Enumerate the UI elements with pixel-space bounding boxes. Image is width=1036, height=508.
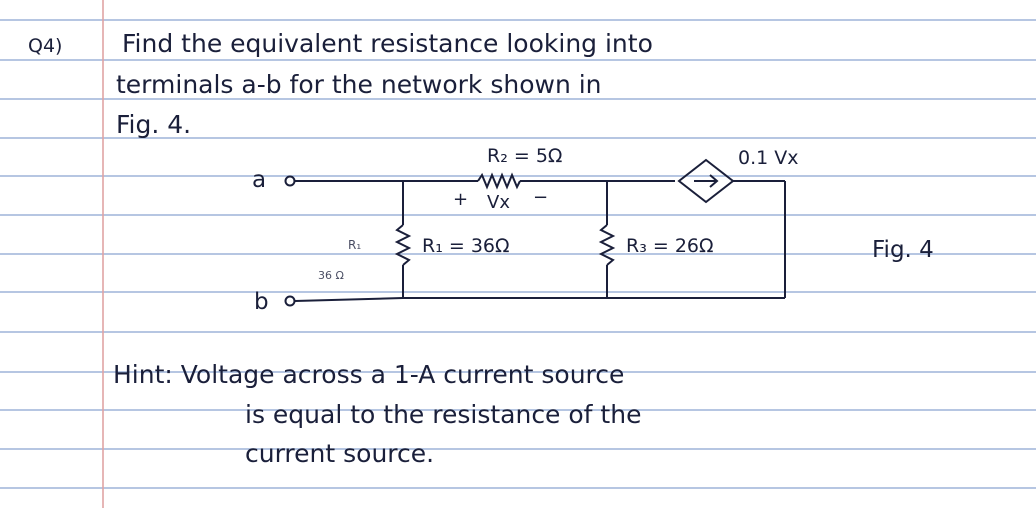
figure-label: Fig. 4 [872, 237, 934, 263]
dependent-source-label: 0.1 Vx [738, 147, 799, 169]
wire-b-bottom [294, 297, 404, 302]
question-line-2: terminals a-b for the network shown in [116, 70, 602, 99]
terminal-b-label: b [254, 289, 269, 315]
hint-line-3: current source. [245, 439, 434, 468]
terminal-a-node [284, 175, 296, 187]
terminal-b-node [284, 295, 296, 307]
question-line-1: Find the equivalent resistance looking i… [122, 29, 653, 58]
r1-label: R₁ = 36Ω [422, 235, 510, 257]
hint-line-1: Hint: Voltage across a 1-A current sourc… [113, 360, 624, 389]
crossed-out-scribble-2: 36 Ω [318, 269, 344, 282]
r3-resistor [598, 224, 616, 266]
crossed-out-scribble-1: R₁ [348, 238, 361, 252]
vx-plus-sign: + [453, 189, 468, 210]
dependent-current-source [677, 158, 735, 204]
r1-resistor [394, 224, 412, 266]
ruled-lines [0, 19, 1036, 489]
r2-resistor [477, 172, 521, 190]
question-number: Q4) [28, 35, 62, 57]
vx-minus-sign: − [533, 187, 548, 208]
hint-line-2: is equal to the resistance of the [245, 400, 641, 429]
r3-label: R₃ = 26Ω [626, 235, 714, 257]
circuit-diagram [284, 158, 786, 307]
source-arrow-head [709, 174, 719, 188]
vx-label: Vx [487, 192, 510, 213]
terminal-a-label: a [252, 167, 266, 193]
r2-label: R₂ = 5Ω [487, 145, 562, 167]
question-line-3: Fig. 4. [116, 110, 191, 139]
